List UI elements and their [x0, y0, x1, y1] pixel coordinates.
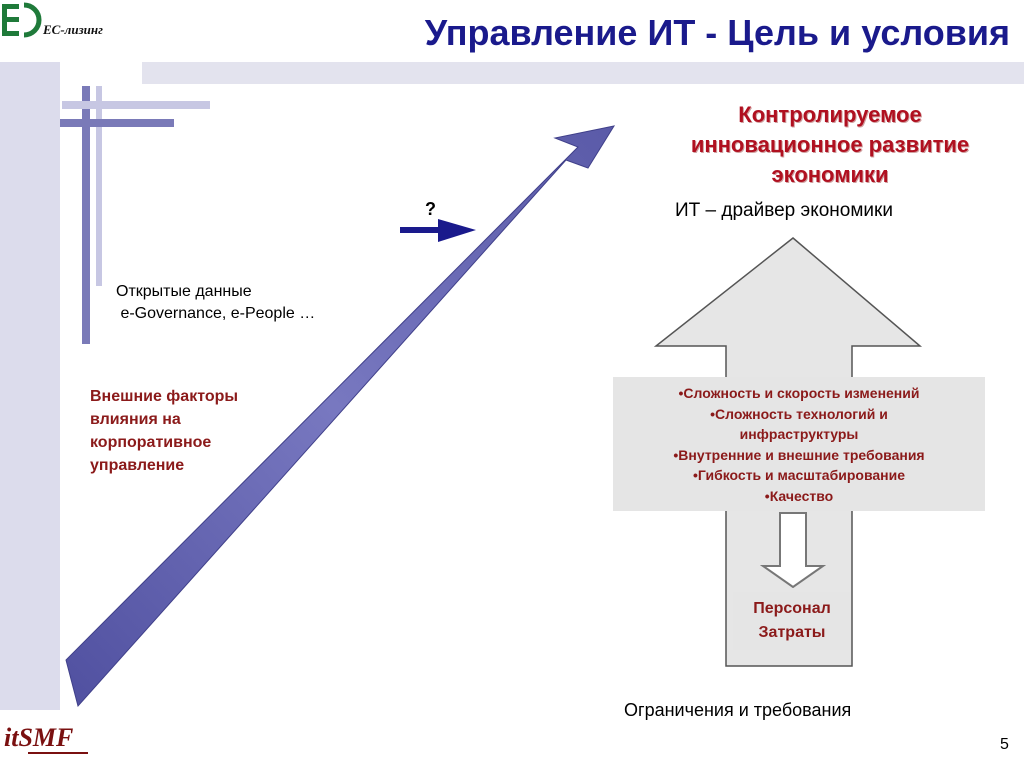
personnel-costs-box: Персонал Затраты — [733, 592, 851, 650]
goal-subtitle: ИТ – драйвер экономики — [675, 200, 893, 221]
ec-logo-icon — [2, 2, 42, 38]
external-factors-line-4: управление — [90, 457, 185, 474]
factor-item: •Сложность технологий и — [710, 405, 888, 422]
factor-item: •Гибкость и масштабирование — [692, 467, 906, 483]
external-factors-line-2: влияния на — [90, 411, 181, 428]
external-factors-text: Внешние факторы влияния на корпоративное… — [90, 385, 238, 477]
page-number: 5 — [1000, 736, 1009, 753]
goal-title-line-2: инновационное развитие — [690, 132, 970, 157]
logo-area — [0, 0, 140, 62]
personnel-line-2: Затраты — [758, 624, 826, 641]
deco-vertical-line-2 — [96, 86, 102, 286]
factor-item: инфраструктуры — [739, 426, 859, 442]
goal-title: Контролируемое инновационное развитие эк… — [630, 100, 1024, 190]
factor-item: •Качество — [764, 487, 834, 504]
itsmf-logo-area — [0, 710, 110, 768]
deco-vertical-line-1 — [82, 86, 90, 344]
factors-box: •Сложность и скорость изменений •Сложнос… — [613, 377, 985, 511]
external-factors-line-3: корпоративное — [90, 434, 212, 451]
open-data-text: Открытые данные e-Governance, e-People … — [116, 281, 315, 325]
itsmf-logo-text: itSMF — [4, 723, 74, 752]
goal-title-line-1: Контролируемое — [738, 102, 922, 127]
page-title: Управление ИТ - Цель и условия — [424, 12, 1010, 53]
open-data-line-2: e-Governance, e-People … — [116, 305, 316, 322]
factor-item: •Сложность и скорость изменений — [678, 385, 920, 401]
deco-horizontal-line-1 — [62, 101, 210, 109]
deco-horizontal-line-2 — [60, 119, 174, 127]
company-logo-text: ЕС-лизинг — [43, 22, 103, 37]
goal-title-line-3: экономики — [771, 162, 889, 187]
constraints-label: Ограничения и требования — [624, 700, 852, 720]
question-mark: ? — [425, 199, 436, 219]
external-factors-line-1: Внешние факторы — [90, 388, 239, 405]
left-decorative-strip — [0, 0, 60, 768]
factor-item: •Внутренние и внешние требования — [673, 446, 925, 463]
personnel-line-1: Персонал — [753, 600, 831, 617]
itsmf-logo-underline — [28, 752, 88, 754]
title-underline-bar — [142, 62, 1024, 84]
down-arrow-icon — [760, 512, 826, 588]
open-data-line-1: Открытые данные — [116, 283, 252, 300]
question-arrow-icon — [400, 219, 476, 242]
